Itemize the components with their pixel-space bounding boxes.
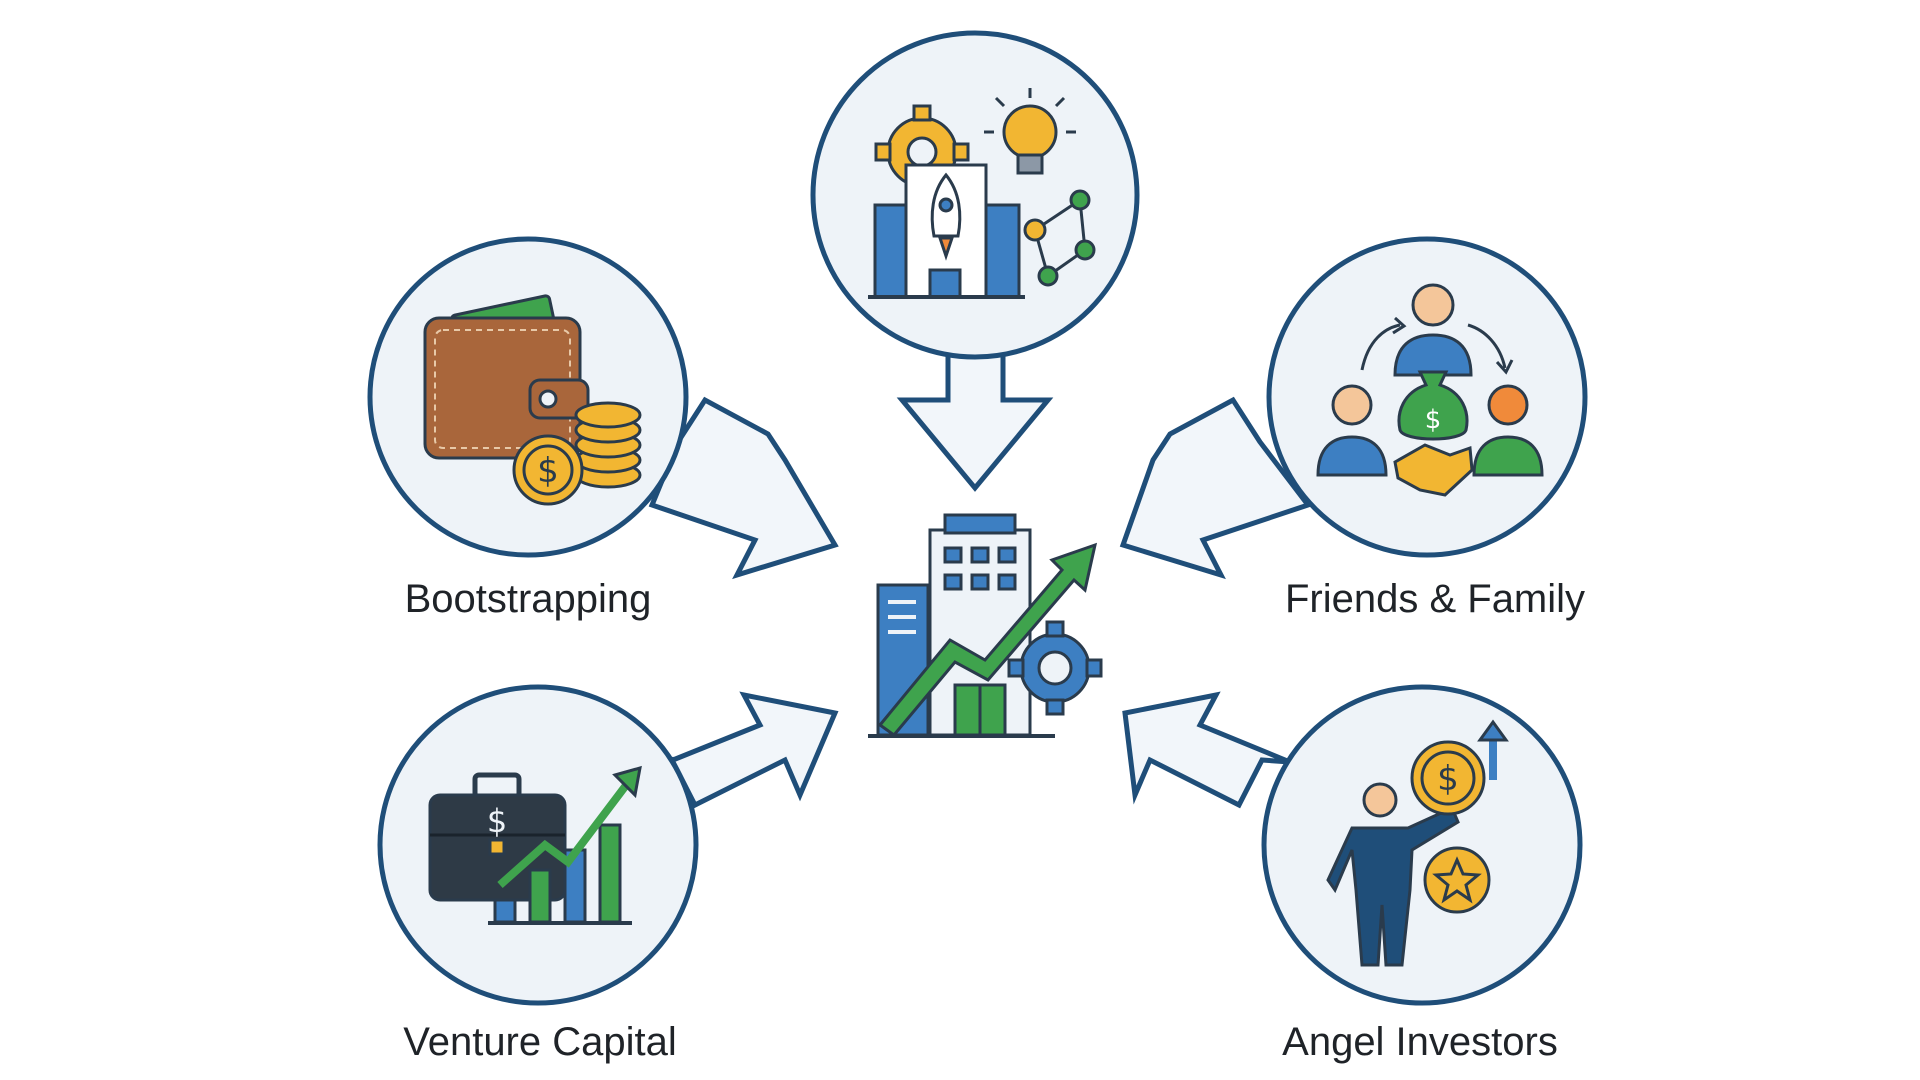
network-icon	[1023, 189, 1096, 287]
label-venture-capital: Venture Capital	[403, 1020, 677, 1064]
arrow-upper-left	[648, 396, 839, 580]
svg-text:$: $	[537, 451, 559, 491]
company-growth-icon	[868, 513, 1103, 738]
svg-text:$: $	[1437, 759, 1459, 799]
lightbulb-icon	[984, 88, 1076, 175]
node-labels: Bootstrapping Friends & Family Venture C…	[403, 577, 1585, 1064]
people-money-handshake-icon: $	[1316, 283, 1544, 497]
arrows	[648, 342, 1313, 809]
arrow-top	[896, 342, 1054, 492]
growth-arrow-icon	[877, 542, 1098, 738]
arrow-lower-left	[666, 691, 839, 809]
investor-coin-icon: $	[1326, 719, 1509, 967]
svg-text:$: $	[487, 802, 507, 840]
investor-person-icon	[1326, 806, 1460, 967]
arrow-lower-right	[1122, 691, 1291, 809]
briefcase-growth-chart-icon: $	[428, 765, 642, 925]
money-bag-icon	[1397, 370, 1469, 441]
handshake-icon	[1393, 443, 1474, 497]
label-angel-investors: Angel Investors	[1282, 1020, 1558, 1064]
label-friends-family: Friends & Family	[1285, 577, 1585, 621]
svg-text:$: $	[1425, 405, 1442, 435]
startup-building-rocket-icon	[868, 88, 1096, 299]
gear-icon	[1007, 620, 1103, 716]
growth-arrow-icon	[497, 777, 634, 888]
label-bootstrapping: Bootstrapping	[405, 577, 652, 621]
wallet-coins-icon: $	[423, 294, 642, 506]
arrow-upper-right	[1119, 396, 1313, 580]
